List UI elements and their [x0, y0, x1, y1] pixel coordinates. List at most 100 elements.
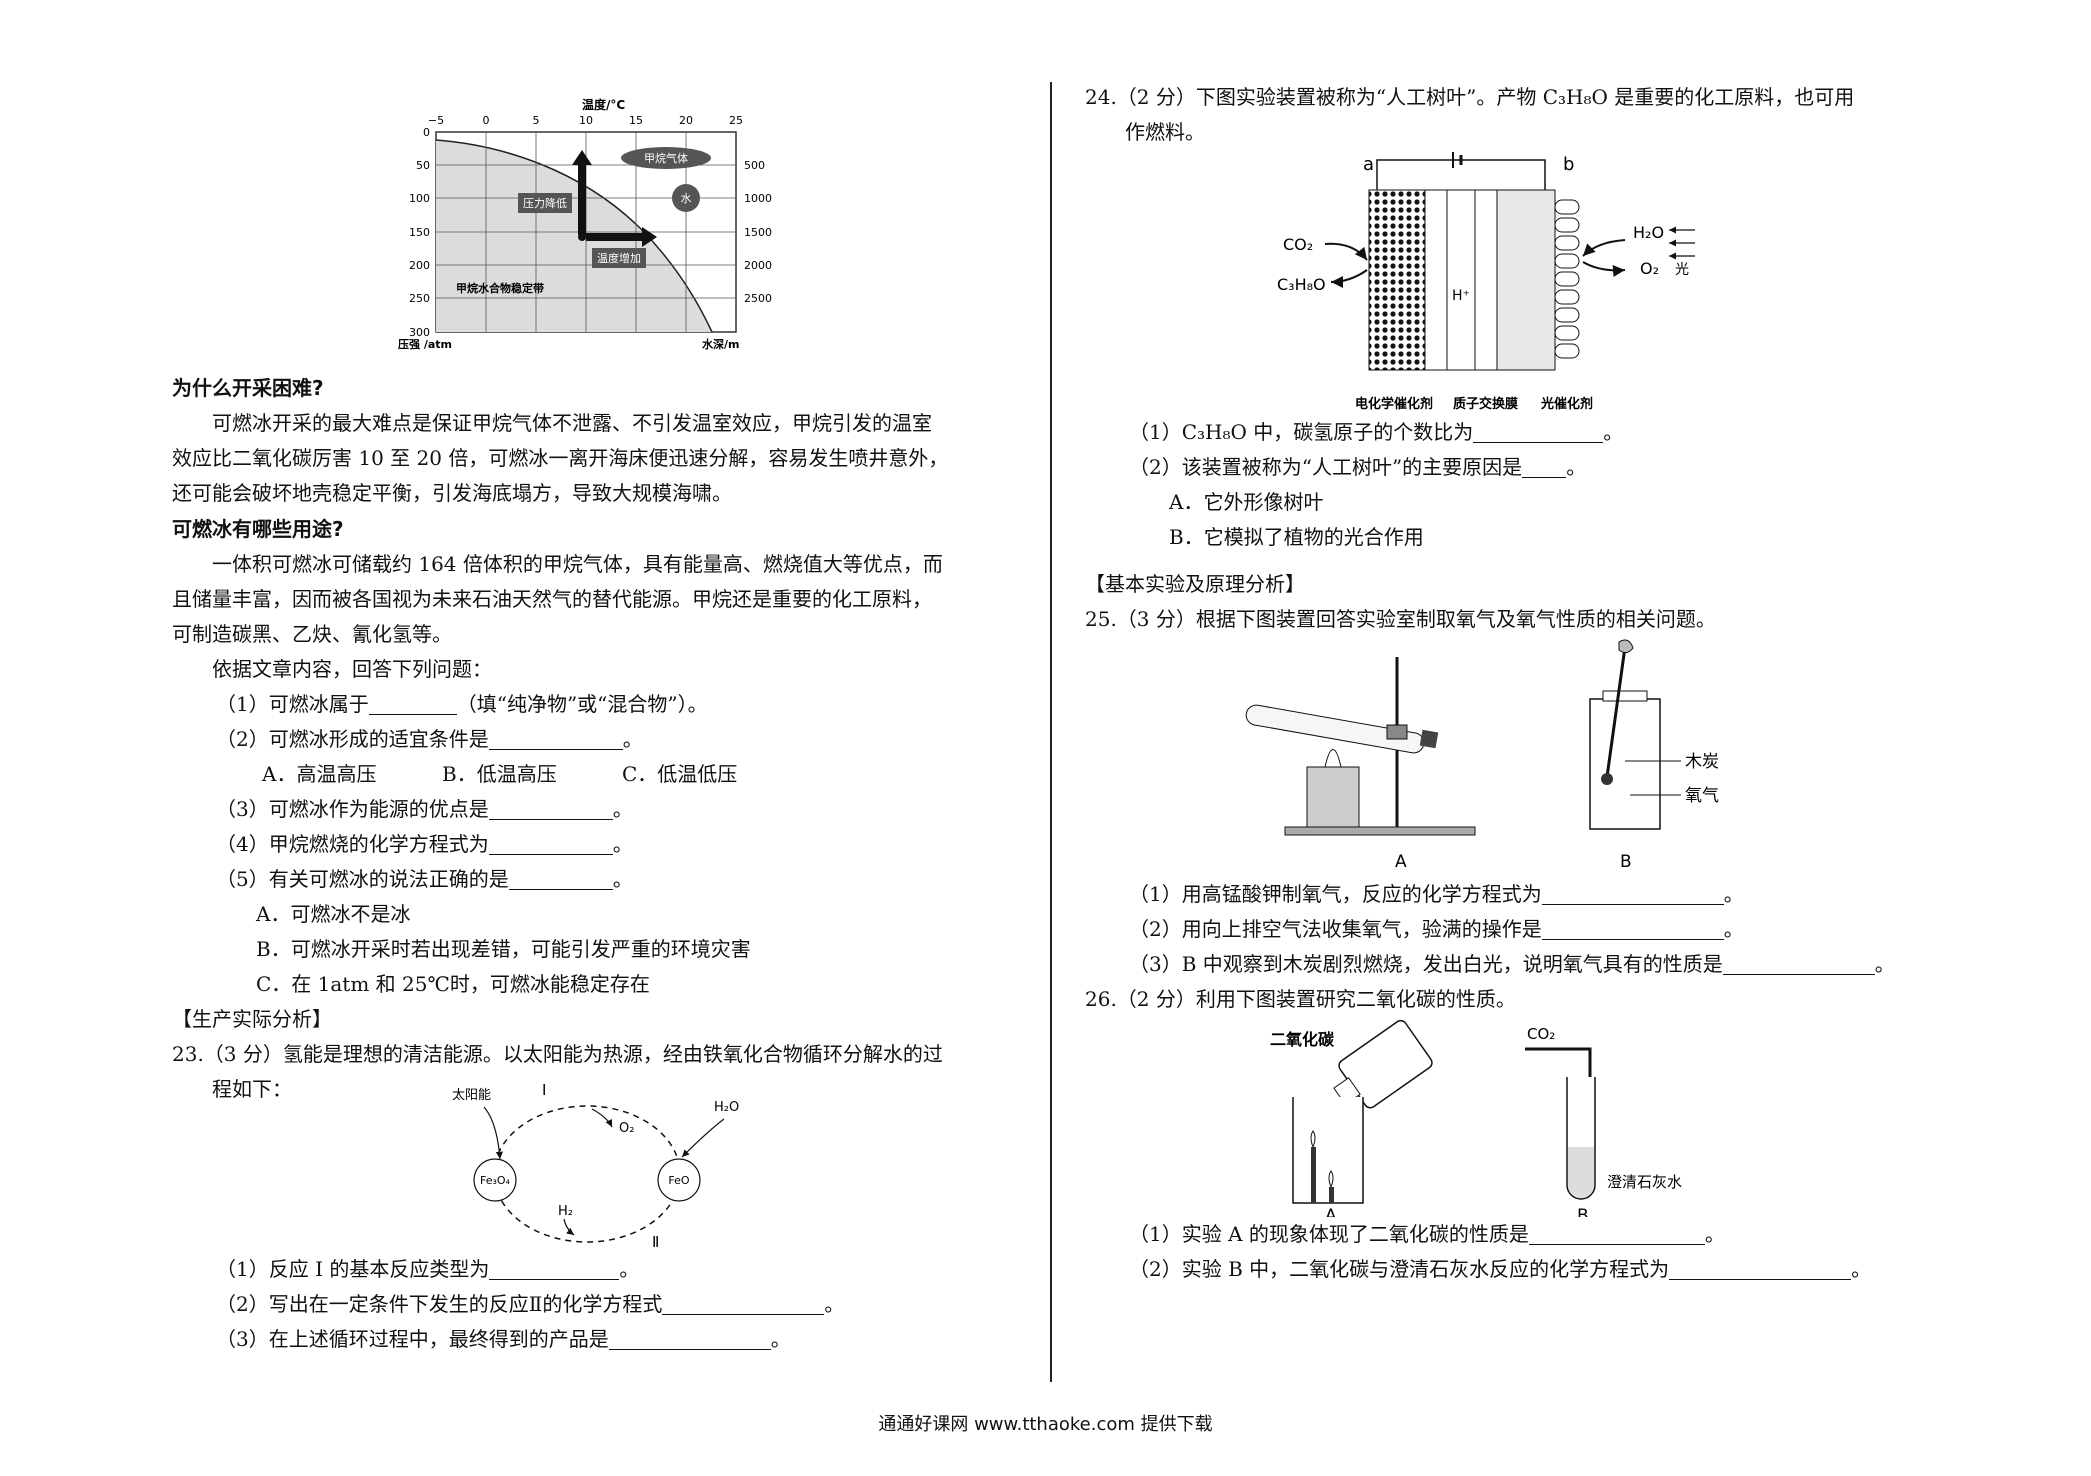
- question-24-2: （2）该装置被称为“人工树叶”的主要原因是 。: [1085, 450, 1935, 485]
- limewater-test-tube: [1566, 1077, 1596, 1200]
- caption-photocatalyst: 光催化剂: [1540, 396, 1593, 412]
- paragraph-line: 且储量丰富，因而被各国视为未来石油天然气的替代能源。甲烷还是重要的化工原料，: [172, 587, 932, 611]
- oxygen-arrow: [1582, 261, 1626, 277]
- answer-blank[interactable]: [1522, 455, 1567, 478]
- electrode-a-label: a: [1363, 154, 1374, 175]
- punctuation: 。: [1874, 952, 1895, 976]
- lamp-flame: [1324, 749, 1342, 768]
- punctuation: 。: [612, 832, 633, 856]
- fe3o4-label: Fe₃O₄: [480, 1174, 511, 1187]
- beaker-with-candles: [1292, 1097, 1364, 1204]
- question-22-3: （3）可燃冰作为能源的优点是。: [172, 792, 1022, 827]
- question-22-4: （4）甲烷燃烧的化学方程式为。: [172, 827, 1022, 862]
- proton-label: H⁺: [1452, 288, 1470, 304]
- question-text: （2）该装置被称为“人工树叶”的主要原因是: [1129, 455, 1523, 479]
- paragraph-line: 还可能会破坏地壳稳定平衡，引发海底塌方，导致大规模海啸。: [172, 481, 732, 505]
- question-26-2: （2）实验 B 中，二氧化碳与澄清石灰水反应的化学方程式为 。: [1085, 1252, 1935, 1287]
- depth-axis-label: 水深/m: [702, 337, 739, 351]
- question-23-1: （1）反应 I 的基本反应类型为。: [172, 1252, 1022, 1287]
- section-heading: 【基本实验及原理分析】: [1085, 572, 1305, 596]
- answer-blank[interactable]: [488, 832, 613, 855]
- oxygen-apparatus-diagram: 木炭 氧气 A B: [1245, 639, 1719, 872]
- answer-blank[interactable]: [1722, 952, 1875, 975]
- punctuation: 。: [1566, 455, 1587, 479]
- paragraph-line: 可制造碳黑、乙炔、氰化氢等。: [172, 622, 452, 646]
- apparatus-a-label: A: [1325, 1206, 1337, 1217]
- section-heading: 【生产实际分析】: [172, 1007, 332, 1031]
- right-tick: 1000: [744, 192, 772, 205]
- question-22-5: （5）有关可燃冰的说法正确的是。: [172, 862, 1022, 897]
- left-tick: 300: [409, 326, 430, 339]
- answer-blank[interactable]: [508, 867, 613, 890]
- left-tick: 0: [423, 126, 430, 139]
- answer-blank[interactable]: [1528, 1222, 1705, 1245]
- answer-blank[interactable]: [662, 1292, 825, 1315]
- question-24-stem: 24.（2 分）下图实验装置被称为“人工树叶”。产物 C₃H₈O 是重要的化工原…: [1085, 85, 1855, 109]
- left-tick: 200: [409, 259, 430, 272]
- solar-arrow: [483, 1106, 504, 1160]
- option-a: A．高温高压: [262, 762, 377, 786]
- answer-blank[interactable]: [488, 797, 613, 820]
- question-25-3: （3）B 中观察到木炭剧烈燃烧，发出白光，说明氧气具有的性质是 。: [1085, 947, 1935, 982]
- question-text: （1）可燃冰属于: [216, 692, 369, 716]
- question-23-stem: 程如下：: [212, 1077, 292, 1101]
- paragraph-line: 效应比二氧化碳厉害 10 至 20 倍，可燃冰一离开海床便迅速分解，容易发生喷井…: [172, 446, 949, 470]
- punctuation: 。: [824, 1292, 845, 1316]
- proton-membrane: [1424, 189, 1498, 371]
- oxygen-label: O₂: [1640, 259, 1659, 278]
- methane-gas-oval: [621, 147, 711, 169]
- answer-blank[interactable]: [1473, 420, 1604, 443]
- water-label: H₂O: [714, 1100, 739, 1115]
- test-tube: [1245, 704, 1439, 754]
- water-arrow: [1582, 239, 1626, 257]
- question-22-2-options: A．高温高压 B．低温高压 C．低温低压: [172, 757, 1022, 792]
- stability-zone: [436, 140, 712, 332]
- answer-blank[interactable]: [489, 1257, 620, 1280]
- charcoal-label: 木炭: [1685, 752, 1719, 772]
- answer-blank[interactable]: [368, 692, 457, 715]
- answer-blank[interactable]: [488, 727, 623, 750]
- question-text: （2）用向上排空气法收集氧气，验满的操作是: [1129, 917, 1542, 941]
- question-text: （1）实验 A 的现象体现了二氧化碳的性质是: [1129, 1222, 1529, 1246]
- pressure-label: 压力降低: [523, 196, 567, 210]
- question-text: （1）反应 I 的基本反应类型为: [216, 1257, 490, 1281]
- punctuation: 。: [770, 1327, 791, 1351]
- column-divider: [1050, 82, 1052, 1382]
- propanol-arrow: [1330, 269, 1368, 288]
- answer-blank[interactable]: [1669, 1257, 1852, 1280]
- question-23-2: （2）写出在一定条件下发生的反应Ⅱ的化学方程式。: [172, 1287, 1022, 1322]
- left-column: 温度/°C −5 0 5 10 15 20 25 0 50 100 150 20…: [172, 80, 1022, 1357]
- reaction-1-label: I: [542, 1081, 546, 1099]
- answer-blank[interactable]: [608, 1327, 771, 1350]
- heading-uses: 可燃冰有哪些用途?: [172, 517, 344, 541]
- top-axis-label: 温度/°C: [582, 97, 625, 112]
- answer-blank[interactable]: [1541, 882, 1724, 905]
- solar-energy-label: 太阳能: [452, 1088, 491, 1103]
- question-text: （3）B 中观察到木炭剧烈燃烧，发出白光，说明氧气具有的性质是: [1129, 952, 1723, 976]
- right-tick: 2000: [744, 259, 772, 272]
- punctuation: 。: [1851, 1257, 1872, 1281]
- left-ticks: 0 50 100 150 200 250 300: [409, 126, 430, 339]
- top-tick: 0: [483, 114, 490, 127]
- stability-zone-label: 甲烷水合物稳定带: [456, 281, 544, 295]
- option-c: C．低温低压: [622, 762, 738, 786]
- top-tick: 20: [679, 114, 693, 127]
- cycle-loop: [493, 1105, 681, 1243]
- caption-membrane: 质子交换膜: [1453, 396, 1518, 412]
- question-text: （2）可燃冰形成的适宜条件是: [216, 727, 489, 751]
- co2-arrow: [1324, 242, 1368, 261]
- feo-node: [657, 1158, 701, 1202]
- water-label: H₂O: [1633, 223, 1664, 242]
- punctuation: 。: [1704, 1222, 1725, 1246]
- left-tick: 100: [409, 192, 430, 205]
- right-column: 24.（2 分）下图实验装置被称为“人工树叶”。产物 C₃H₈O 是重要的化工原…: [1085, 80, 1935, 1287]
- pressure-label-box: [518, 193, 572, 213]
- artificial-leaf-diagram: a b H⁺ CO₂ C₃H₈O H₂O O₂ 光 电化学催化剂: [1277, 152, 1695, 412]
- top-tick: 5: [533, 114, 540, 127]
- question-22-1: （1）可燃冰属于（填“纯净物”或“混合物”）。: [172, 687, 1022, 722]
- question-text: （2）实验 B 中，二氧化碳与澄清石灰水反应的化学方程式为: [1129, 1257, 1670, 1281]
- answer-blank[interactable]: [1541, 917, 1724, 940]
- option-c: C．在 1atm 和 25℃时，可燃冰能稳定存在: [256, 972, 650, 996]
- caption-electrochemical: 电化学催化剂: [1355, 396, 1433, 412]
- question-23-stem: 23.（3 分）氢能是理想的清洁能源。以太阳能为热源，经由铁氧化合物循环分解水的…: [172, 1042, 943, 1066]
